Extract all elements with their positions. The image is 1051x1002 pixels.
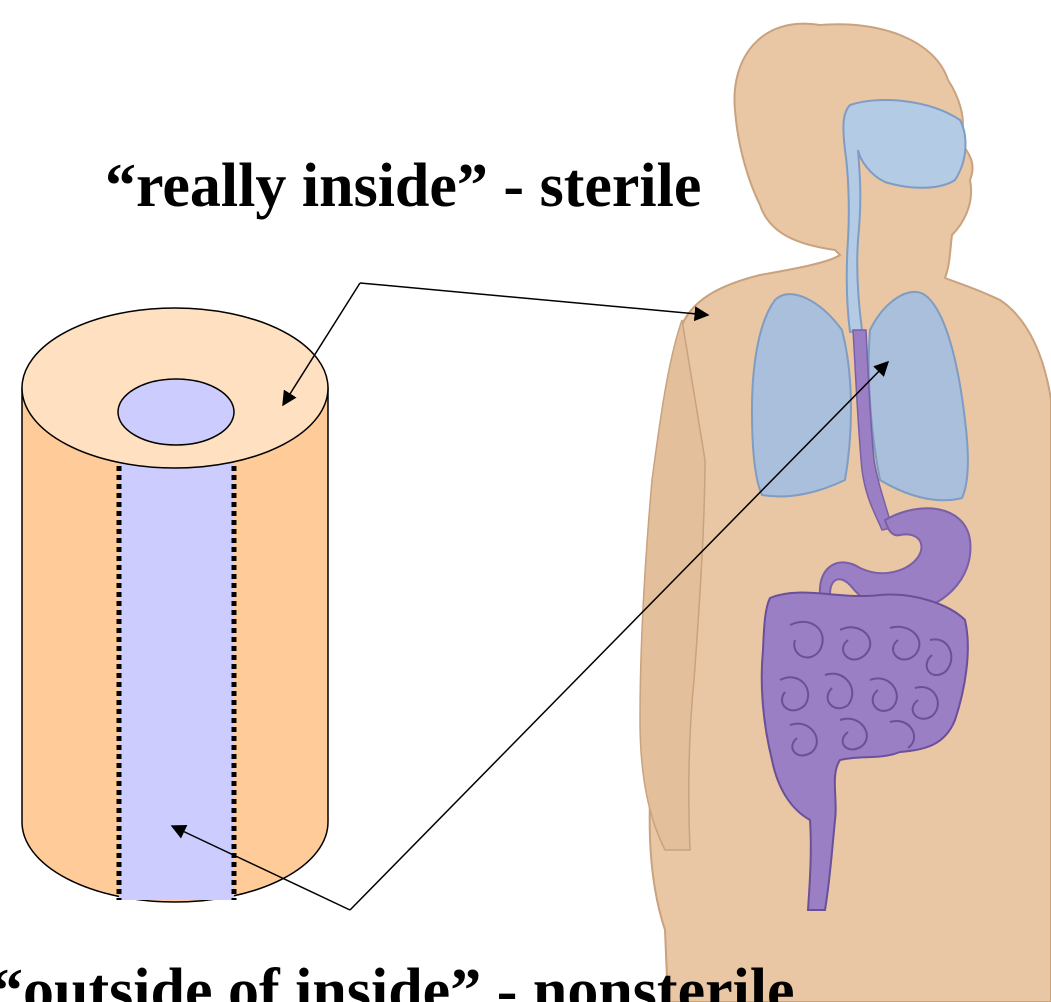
tube-model-icon [22, 308, 328, 902]
body-figure-icon [640, 24, 1051, 1002]
left-lung [752, 294, 851, 496]
arrow-sterile-to-body [360, 283, 708, 315]
lumen-opening [118, 379, 234, 445]
cylinder-lumen [119, 412, 234, 900]
label-outside-of-inside: “outside of inside” - nonsterile [0, 960, 795, 1002]
label-really-inside: “really inside” - sterile [105, 155, 701, 217]
